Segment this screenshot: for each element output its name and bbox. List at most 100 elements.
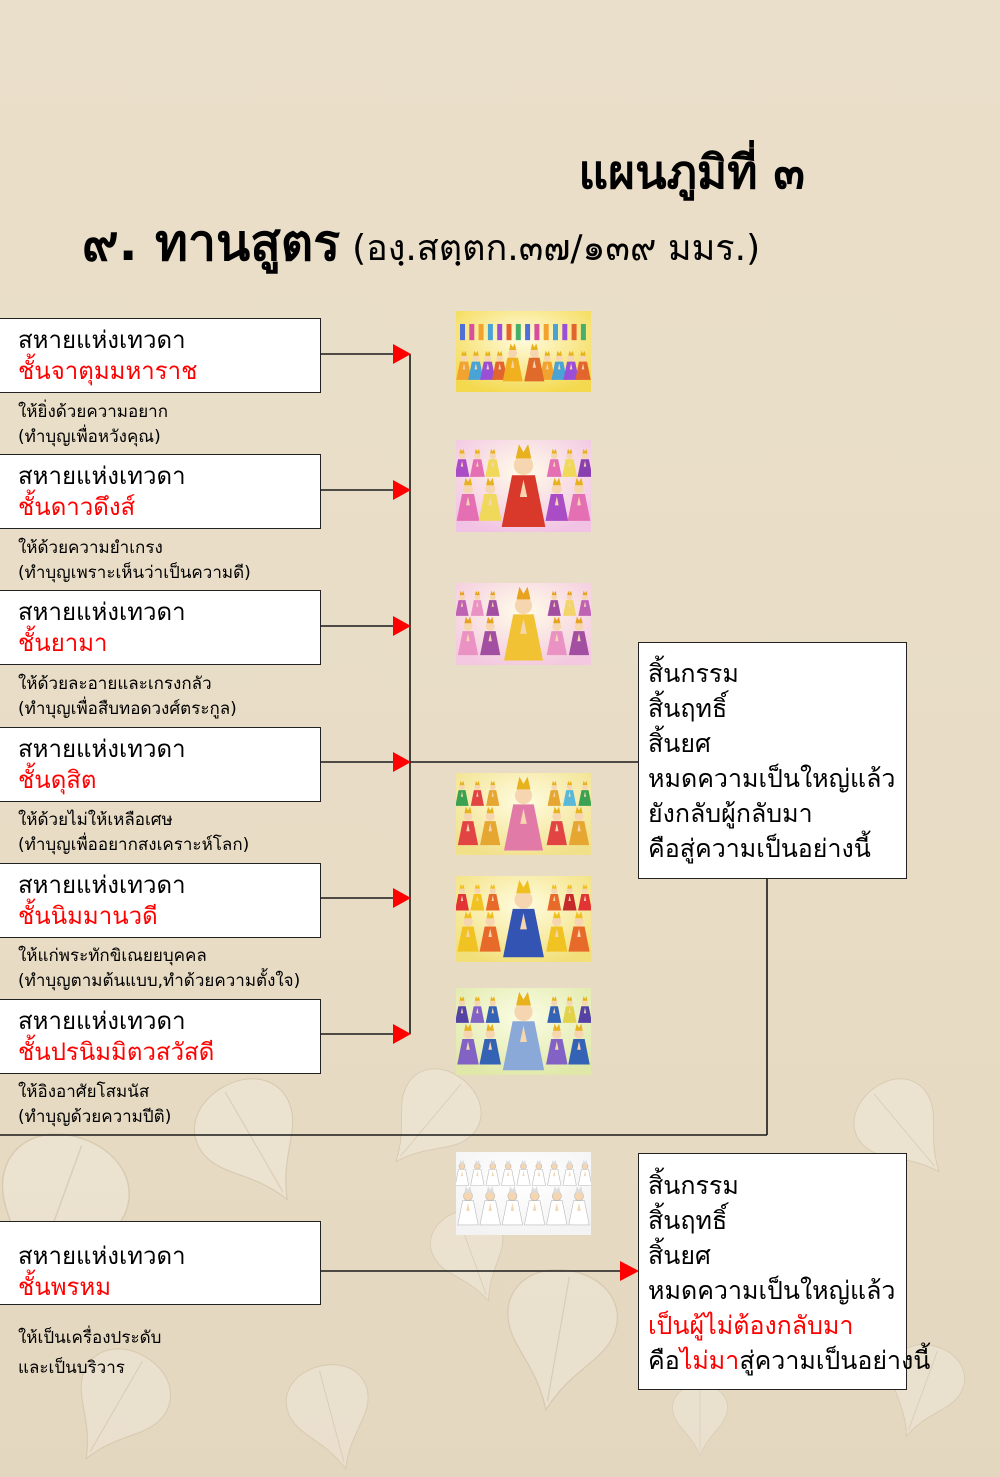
deva-figure bbox=[568, 616, 590, 656]
deva-figure bbox=[457, 806, 479, 846]
deva-figure bbox=[563, 780, 577, 806]
giving-manner: ให้ด้วยไม่ให้เหลือเศษ bbox=[18, 810, 173, 830]
deva-figure bbox=[547, 1159, 562, 1186]
merit-reason: (ทำบุญด้วยความปีติ) bbox=[18, 1107, 172, 1127]
deva-figure bbox=[578, 884, 591, 911]
realm-name: ชั้นดาวดึงส์ bbox=[18, 493, 136, 521]
deva-figure bbox=[478, 477, 502, 521]
deva-illustration-1 bbox=[456, 311, 591, 392]
realm-name: ชั้นจาตุมมหาราช bbox=[18, 357, 198, 385]
deva-figure bbox=[470, 590, 484, 616]
result-line: ยังกลับผู้กลับมา bbox=[648, 799, 813, 828]
deva-figure bbox=[568, 806, 590, 846]
bodhi-leaf bbox=[80, 1348, 171, 1460]
merit-reason: (ทำบุญตามต้นแบบ,ทำด้วยความตั้งใจ) bbox=[18, 971, 301, 991]
deva-figure bbox=[501, 444, 546, 527]
deva-figure bbox=[469, 448, 485, 477]
result-line: หมดความเป็นใหญ่แล้ว bbox=[648, 764, 896, 793]
deva-figure bbox=[546, 1186, 568, 1226]
deva-figure bbox=[546, 616, 567, 656]
deva-figure bbox=[577, 1159, 591, 1186]
deva-illustration-5 bbox=[456, 876, 591, 962]
deva-figure bbox=[568, 1186, 590, 1226]
deva-figure bbox=[577, 448, 591, 477]
deva-figure bbox=[551, 350, 567, 380]
realm-name: ชั้นดุสิต bbox=[18, 766, 97, 794]
result-line-highlight: เป็นผู้ไม่ต้องกลับมา bbox=[648, 1311, 854, 1340]
deva-figure bbox=[456, 1159, 470, 1186]
merit-reason: (ทำบุญเพื่ออยากสงเคราะห์โลก) bbox=[18, 835, 250, 855]
deva-figure bbox=[524, 343, 545, 382]
realm-name: ชั้นปรนิมมิตวสวัสดี bbox=[18, 1038, 215, 1066]
deva-figure bbox=[567, 477, 591, 521]
deva-figure bbox=[479, 1186, 501, 1226]
realm-box-label: สหายแห่งเทวดา bbox=[18, 735, 186, 763]
result-line: คือสู่ความเป็นอย่างนี้ bbox=[648, 834, 871, 863]
realm-box-label: สหายแห่งเทวดา bbox=[18, 1242, 186, 1270]
giving-description: ให้เป็นเครื่องประดับ และเป็นบริวาร bbox=[18, 1323, 161, 1383]
sutta-heading: ๙. ทานสูตร(องฺ.สตฺตก.๓๗/๑๓๙ มมร.) bbox=[82, 208, 760, 290]
banner-flag bbox=[460, 323, 465, 341]
giving-description: ให้ยิ่งด้วยความอยาก (ทำบุญเพื่อหวังคุณ) bbox=[18, 400, 168, 450]
deva-figure bbox=[456, 590, 469, 616]
realm-box-nimmanarati: สหายแห่งเทวดา ชั้นนิมมานวดี bbox=[0, 863, 321, 938]
deva-figure bbox=[546, 911, 568, 952]
sutta-name: ๙. ทานสูตร bbox=[82, 214, 341, 272]
realm-box-label: สหายแห่งเทวดา bbox=[18, 1007, 186, 1035]
deva-figure bbox=[546, 448, 562, 477]
banner-flag bbox=[534, 323, 540, 341]
brahma-illustration bbox=[456, 1152, 591, 1235]
arrowhead-5 bbox=[393, 888, 411, 908]
deva-figure bbox=[562, 884, 577, 911]
deva-figure bbox=[501, 1159, 516, 1186]
deva-figure bbox=[486, 590, 500, 616]
deva-figure bbox=[547, 590, 561, 616]
deva-figure bbox=[470, 884, 485, 911]
merit-reason: (ทำบุญเพื่อหวังคุณ) bbox=[18, 427, 161, 447]
arrowhead-1 bbox=[393, 344, 411, 364]
deva-figure bbox=[575, 350, 591, 380]
deva-figure bbox=[456, 477, 480, 521]
deva-figure bbox=[456, 448, 470, 477]
deva-figure bbox=[492, 350, 508, 380]
deva-figure bbox=[480, 616, 501, 656]
merit-reason: (ทำบุญเพื่อสืบทอดวงศ์ตระกูล) bbox=[18, 699, 237, 719]
deva-figure bbox=[504, 776, 543, 851]
illustration-canvas bbox=[456, 773, 591, 855]
deva-figure bbox=[456, 884, 469, 911]
deva-figure bbox=[539, 350, 555, 380]
realm-name: ชั้นนิมมานวดี bbox=[18, 902, 158, 930]
realm-box-tusita: สหายแห่งเทวดา ชั้นดุสิต bbox=[0, 727, 321, 802]
banner-flag bbox=[497, 323, 503, 341]
banner-flag bbox=[487, 323, 493, 341]
illustration-canvas bbox=[456, 440, 591, 532]
deva-illustration-3 bbox=[456, 583, 591, 665]
banner-flag bbox=[571, 323, 577, 341]
giving-description: ให้อิงอาศัยโสมนัส (ทำบุญด้วยความปีติ) bbox=[18, 1080, 171, 1130]
result-text: คือ bbox=[648, 1346, 680, 1375]
deva-illustration-4 bbox=[456, 773, 591, 855]
arrowhead-brahma bbox=[620, 1261, 639, 1281]
deva-figure bbox=[456, 350, 472, 380]
merit-reason: (ทำบุญเพราะเห็นว่าเป็นความดี) bbox=[18, 563, 251, 583]
realm-box-label: สหายแห่งเทวดา bbox=[18, 462, 186, 490]
giving-manner: ให้ยิ่งด้วยความอยาก bbox=[18, 402, 168, 422]
deva-figure bbox=[546, 1023, 568, 1065]
deva-figure bbox=[486, 780, 500, 806]
realm-box-label: สหายแห่งเทวดา bbox=[18, 326, 186, 354]
deva-figure bbox=[547, 780, 561, 806]
banner-flag bbox=[543, 323, 549, 341]
deva-figure bbox=[523, 1186, 546, 1226]
giving-manner: ให้อิงอาศัยโสมนัส bbox=[18, 1082, 150, 1102]
result-line: หมดความเป็นใหญ่แล้ว bbox=[648, 1276, 896, 1305]
bodhi-leaf bbox=[672, 1384, 728, 1457]
deva-figure bbox=[504, 586, 543, 661]
deva-figure bbox=[578, 590, 591, 616]
realm-box-label: สหายแห่งเทวดา bbox=[18, 598, 186, 626]
deva-figure bbox=[485, 996, 500, 1023]
giving-manner: ให้ด้วยความยำเกรง bbox=[18, 538, 163, 558]
realm-box-brahma: สหายแห่งเทวดา ชั้นพรหม bbox=[0, 1221, 321, 1305]
banner-flag bbox=[553, 323, 558, 341]
